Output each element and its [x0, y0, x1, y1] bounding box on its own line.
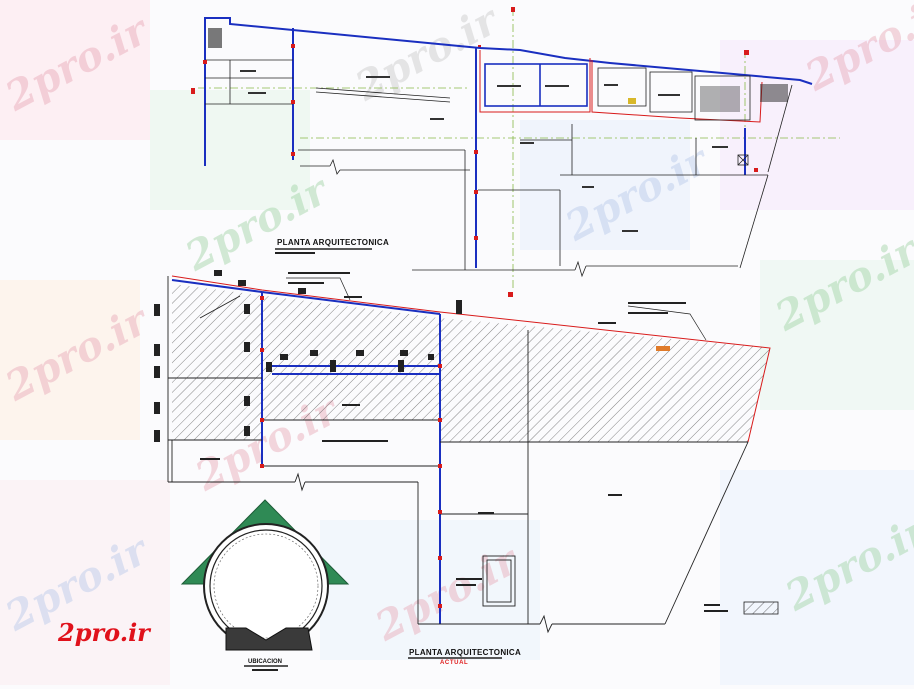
- annotation-text: [200, 272, 686, 586]
- columns: [154, 270, 670, 442]
- top-plan-title: PLANTA ARQUITECTONICA: [277, 238, 390, 247]
- bottom-plan-subtitle: ACTUAL: [440, 660, 469, 666]
- site-logo[interactable]: 2pro.ir: [58, 618, 150, 647]
- break-marks: [329, 158, 587, 278]
- annotation-leaders: [286, 277, 707, 341]
- title-underline: [275, 248, 372, 254]
- legend: [704, 601, 779, 615]
- wall-ticks: [203, 44, 478, 240]
- room-labels: [240, 70, 728, 232]
- location-site: [225, 627, 313, 651]
- bottom-plan-title: PLANTA ARQUITECTONICA: [409, 648, 522, 657]
- existing-area-hatch: [172, 284, 440, 420]
- small-room: [482, 555, 516, 607]
- interior-lines: [205, 59, 793, 271]
- location-diagram: [180, 499, 350, 671]
- section-markers: [191, 7, 758, 297]
- building-outline: [167, 276, 749, 634]
- existing-area-hatch: [172, 286, 262, 440]
- location-label: UBICACION: [248, 659, 282, 665]
- existing-area-hatch: [440, 318, 770, 442]
- top-rooms: [479, 50, 763, 123]
- column-ticks: [260, 296, 442, 608]
- fixtures: [208, 28, 788, 112]
- roof-outline: [171, 275, 771, 443]
- top-floor-plan: [191, 7, 840, 297]
- location-circle: [203, 523, 329, 649]
- bottom-floor-plan: [154, 270, 779, 659]
- outer-walls: [204, 17, 813, 268]
